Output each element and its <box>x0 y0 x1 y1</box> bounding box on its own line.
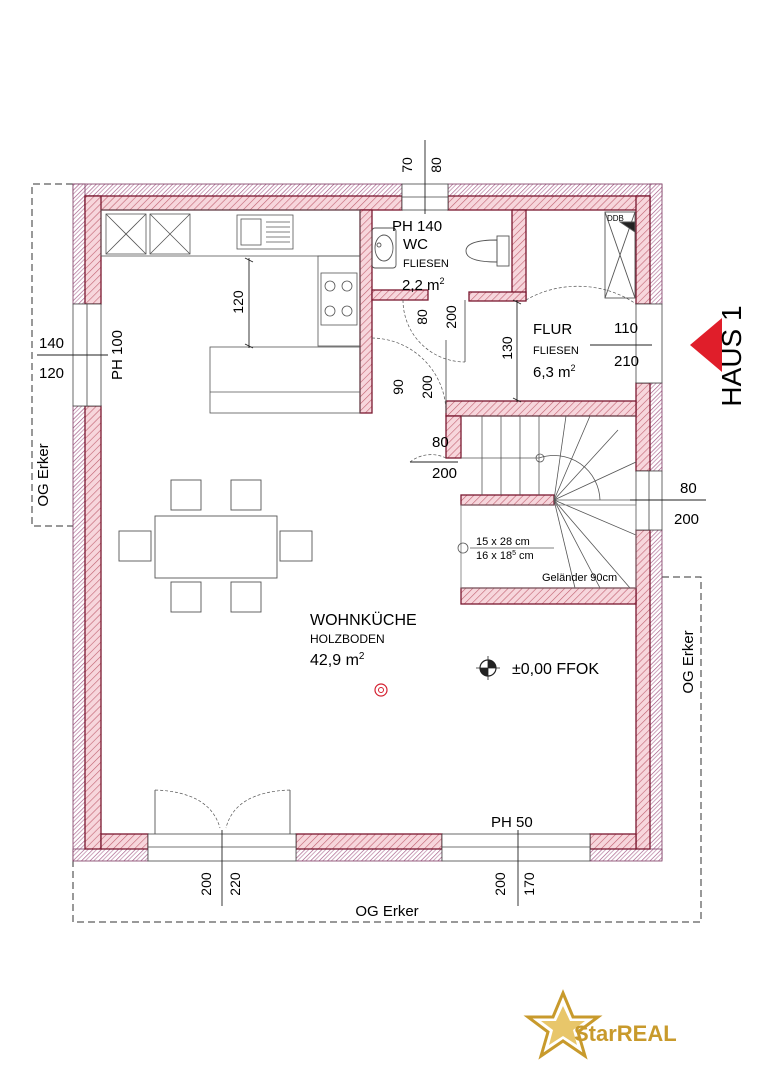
left-window-w-label: 140 <box>39 335 64 352</box>
dimension-lines <box>37 140 706 906</box>
dining-set <box>118 479 313 613</box>
staircase <box>457 415 637 589</box>
wc-name: WC <box>403 236 428 253</box>
outer-insulation <box>72 183 663 862</box>
stair-door-w-label: 80 <box>432 434 449 451</box>
ddb-label: DDB <box>607 214 624 223</box>
og-erker-right-label: OG Erker <box>680 630 697 693</box>
ph-100-label: PH 100 <box>109 330 126 380</box>
kitchen-name: WOHNKÜCHE <box>310 611 417 629</box>
top-window-w-label: 70 <box>399 157 415 173</box>
island-dim-label: 120 <box>230 290 246 314</box>
wc-fixtures <box>371 227 510 269</box>
og-erker-left-label: OG Erker <box>35 443 52 506</box>
wc-door-h-label: 200 <box>443 305 459 329</box>
top-window-h-label: 80 <box>428 157 444 173</box>
bottom-right-h-label: 170 <box>521 872 537 896</box>
og-erker-outlines <box>31 183 702 923</box>
ph-140-label: PH 140 <box>392 218 442 235</box>
labels: 70 80 PH 140 WC FLIESEN 2,2 m2 80 200 DD… <box>35 157 747 920</box>
flur-floor: FLIESEN <box>533 345 579 357</box>
svg-text:StarREAL: StarREAL <box>574 1021 677 1046</box>
smoke-detector-icon <box>374 683 388 697</box>
entry-door-w-label: 110 <box>614 320 638 337</box>
stair-door-h-label: 200 <box>432 465 457 482</box>
kitchen-furniture <box>100 209 361 414</box>
level-marker-icon <box>476 656 500 680</box>
left-window-h-label: 120 <box>39 365 64 382</box>
railing-label: Geländer 90cm <box>542 572 617 584</box>
bottom-right-w-label: 200 <box>492 872 508 896</box>
kitchen-floor: HOLZBODEN <box>310 632 385 646</box>
flur-area: 6,3 m2 <box>533 363 576 381</box>
stair-size-1: 15 x 28 cm <box>476 536 530 548</box>
ph-50-label: PH 50 <box>491 814 533 831</box>
og-erker-bottom-label: OG Erker <box>355 903 418 920</box>
entrance-arrow-icon <box>690 318 722 372</box>
wc-door-w-label: 80 <box>414 309 430 325</box>
entry-door-h-label: 210 <box>614 353 639 370</box>
flur-name: FLUR <box>533 321 572 338</box>
house-label: HAUS 1 <box>716 305 747 406</box>
flur-door-w-label: 90 <box>390 379 406 395</box>
bottom-left-h-label: 220 <box>227 872 243 896</box>
ddb-shaft <box>604 211 636 299</box>
kitchen-area: 42,9 m2 <box>310 651 365 669</box>
wc-floor: FLIESEN <box>403 258 449 270</box>
flur-depth-label: 130 <box>499 336 515 360</box>
right-window-h-label: 200 <box>674 511 699 528</box>
flur-door-h-label: 200 <box>419 375 435 399</box>
bottom-left-w-label: 200 <box>198 872 214 896</box>
right-window-w-label: 80 <box>680 480 697 497</box>
wc-area: 2,2 m2 <box>402 276 445 294</box>
doors <box>154 285 637 829</box>
level-label: ±0,00 FFOK <box>512 661 599 678</box>
door-leaves <box>154 300 466 834</box>
stair-size-2: 16 x 185 cm <box>476 550 534 562</box>
starreal-logo: StarREAL <box>523 989 677 1060</box>
